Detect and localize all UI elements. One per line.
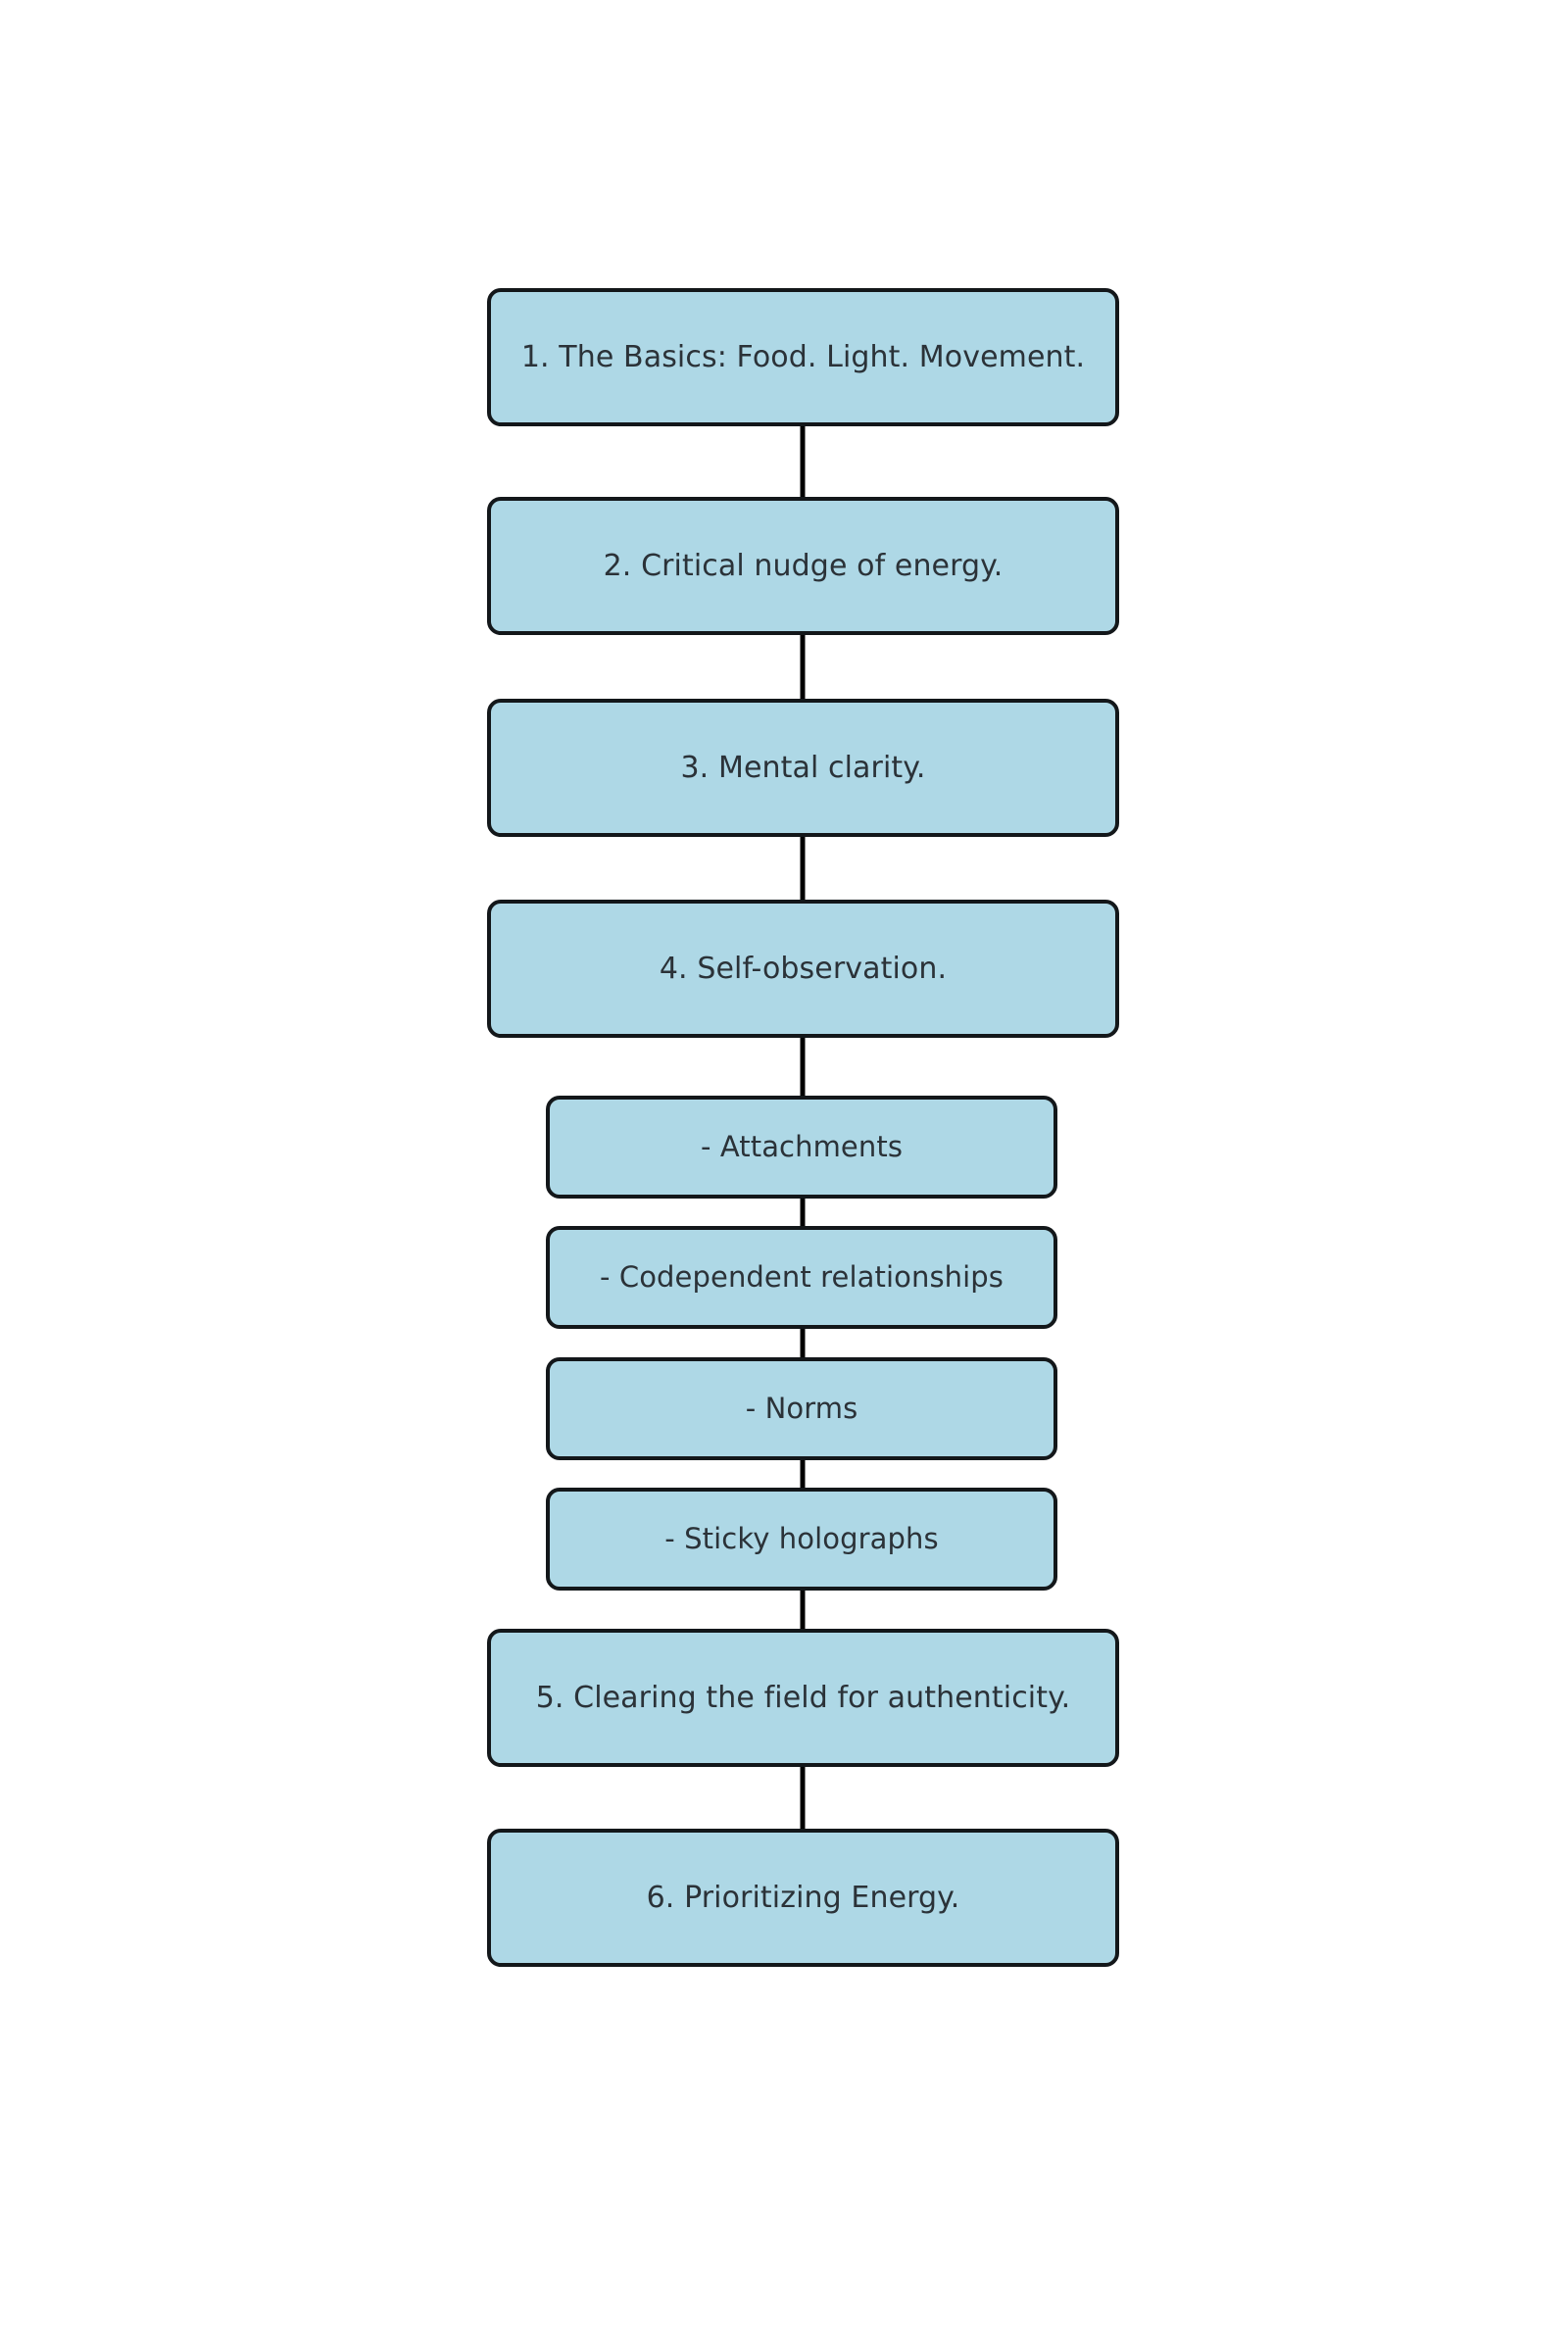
- flow-node-label: 2. Critical nudge of energy.: [603, 548, 1004, 583]
- flow-node-mental-clarity[interactable]: 3. Mental clarity.: [487, 699, 1119, 837]
- flow-node-label: 3. Mental clarity.: [680, 750, 926, 785]
- flow-node-codependent-relationships[interactable]: - Codependent relationships: [546, 1226, 1057, 1329]
- flow-node-basics[interactable]: 1. The Basics: Food. Light. Movement.: [487, 288, 1119, 426]
- flow-node-label: 4. Self-observation.: [659, 951, 948, 986]
- flow-node-self-observation[interactable]: 4. Self-observation.: [487, 900, 1119, 1038]
- flow-node-label: 6. Prioritizing Energy.: [646, 1880, 960, 1915]
- flow-node-label: - Attachments: [700, 1130, 904, 1164]
- flow-node-prioritizing-energy[interactable]: 6. Prioritizing Energy.: [487, 1829, 1119, 1967]
- flow-node-clearing-the-field[interactable]: 5. Clearing the field for authenticity.: [487, 1629, 1119, 1767]
- flow-node-label: - Codependent relationships: [599, 1260, 1004, 1295]
- flow-node-label: 1. The Basics: Food. Light. Movement.: [520, 339, 1086, 374]
- flow-node-label: - Sticky holographs: [664, 1522, 939, 1556]
- flow-node-sticky-holographs[interactable]: - Sticky holographs: [546, 1488, 1057, 1591]
- flow-node-norms[interactable]: - Norms: [546, 1357, 1057, 1460]
- flow-node-label: - Norms: [745, 1392, 858, 1426]
- flow-node-attachments[interactable]: - Attachments: [546, 1096, 1057, 1199]
- flow-node-label: 5. Clearing the field for authenticity.: [535, 1680, 1071, 1715]
- flow-node-critical-nudge[interactable]: 2. Critical nudge of energy.: [487, 497, 1119, 635]
